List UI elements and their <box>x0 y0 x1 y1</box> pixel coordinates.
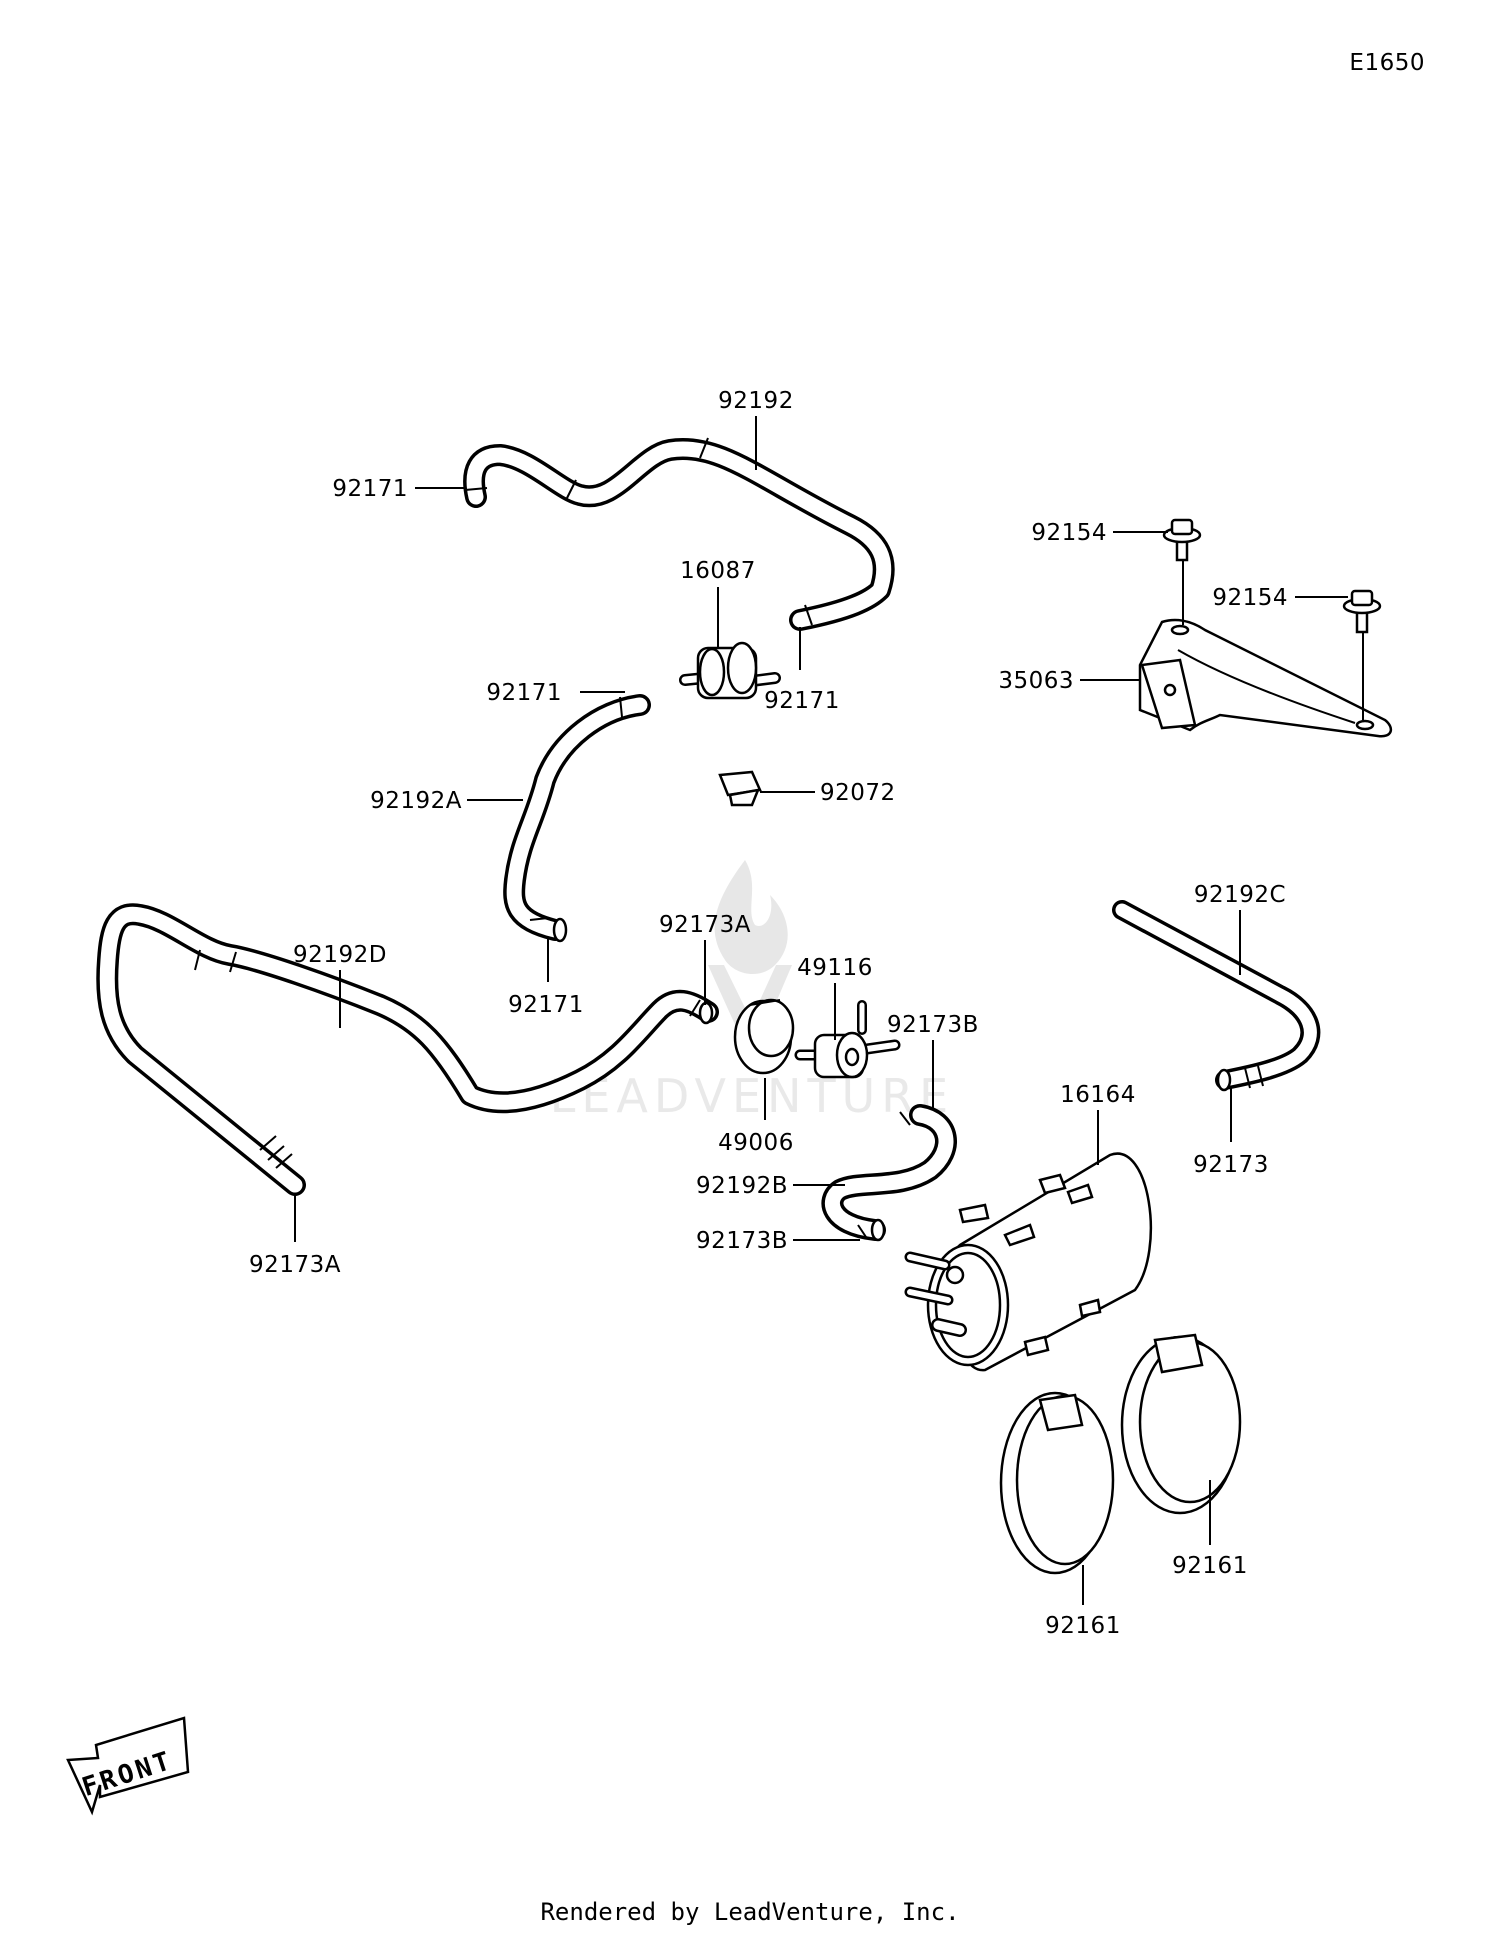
label-92072: 92072 <box>820 780 896 806</box>
label-49116: 49116 <box>797 955 873 981</box>
clamp-92161-front <box>999 1391 1115 1575</box>
hose-92192 <box>463 437 895 631</box>
diagram-code: E1650 <box>1349 50 1425 76</box>
label-92192D: 92192D <box>293 942 387 968</box>
bracket-35063 <box>1138 618 1393 738</box>
clip-92072 <box>718 770 762 807</box>
watermark-v-icon <box>708 965 792 1040</box>
hose-92192C <box>1112 900 1321 1092</box>
label-92173A-lower: 92173A <box>249 1252 341 1278</box>
clamp-92161-rear <box>1120 1333 1242 1515</box>
label-92173B-lower: 92173B <box>696 1228 788 1254</box>
filter-16087 <box>679 641 781 700</box>
label-92171-top-left: 92171 <box>332 476 408 502</box>
label-92173B-upper: 92173B <box>887 1012 979 1038</box>
watermark-flame-icon <box>714 860 788 975</box>
front-arrow-icon: FRONT <box>66 1716 190 1816</box>
label-92192C: 92192C <box>1194 882 1286 908</box>
bolt-92154-b <box>1342 589 1382 634</box>
label-92161-right: 92161 <box>1172 1553 1248 1579</box>
label-35063: 35063 <box>998 668 1074 694</box>
part-labels: 92192 92171 16087 92171 92171 92192A 920… <box>249 388 1288 1639</box>
label-16087: 16087 <box>680 558 756 584</box>
watermark: LEADVENTURE <box>550 860 955 1123</box>
hose-92192A <box>503 694 651 943</box>
canister-16164 <box>904 1152 1152 1372</box>
label-92154-right: 92154 <box>1212 585 1288 611</box>
label-92192: 92192 <box>718 388 794 414</box>
label-92161-left: 92161 <box>1045 1613 1121 1639</box>
label-92171-lower: 92171 <box>508 992 584 1018</box>
label-49006: 49006 <box>718 1130 794 1156</box>
label-92192A: 92192A <box>370 788 462 814</box>
hose-92192D <box>96 903 719 1196</box>
footer-credit: Rendered by LeadVenture, Inc. <box>540 1898 959 1926</box>
label-92173A-upper: 92173A <box>659 912 751 938</box>
label-92171-mid: 92171 <box>486 680 562 706</box>
hose-92192B <box>821 1104 957 1242</box>
label-92154-left: 92154 <box>1031 520 1107 546</box>
bolt-92154-a <box>1162 518 1202 562</box>
leader-lines <box>294 416 1364 1605</box>
ring-49006 <box>733 998 795 1075</box>
label-92171-right: 92171 <box>764 688 840 714</box>
label-16164: 16164 <box>1060 1082 1136 1108</box>
label-92192B: 92192B <box>696 1173 788 1199</box>
watermark-text: LEADVENTURE <box>550 1069 955 1123</box>
label-92173: 92173 <box>1193 1152 1269 1178</box>
valve-49116 <box>794 1000 901 1079</box>
